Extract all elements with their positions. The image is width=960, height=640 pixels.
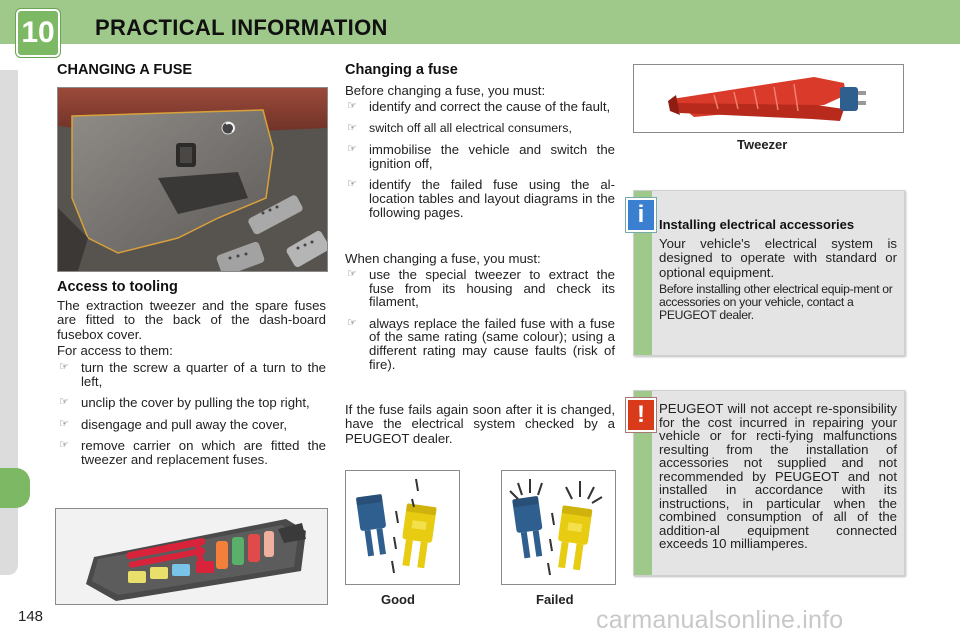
when-steps-list: ☞use the special tweezer to extract the … xyxy=(345,268,615,379)
list-item: ☞always replace the failed fuse with a f… xyxy=(347,315,615,372)
failed-fuse-image xyxy=(501,470,616,585)
chapter-badge: 10 xyxy=(16,9,60,57)
pointing-hand-icon: ☞ xyxy=(347,178,357,191)
info-note-small: Before installing other electrical equip… xyxy=(659,282,893,323)
list-item: ☞identify and correct the cause of the f… xyxy=(347,99,611,114)
section-heading-changing-a-fuse: CHANGING A FUSE xyxy=(57,62,193,78)
list-item: ☞identify the failed fuse using the al-l… xyxy=(347,177,615,220)
before-lead-text: Before changing a fuse, you must: xyxy=(345,83,546,98)
pointing-hand-icon: ☞ xyxy=(347,100,357,112)
header-bar xyxy=(0,0,960,44)
info-icon: i xyxy=(626,198,656,232)
margin-strip xyxy=(0,70,18,575)
list-item: ☞remove carrier on which are fitted the … xyxy=(59,438,326,467)
warning-icon: ! xyxy=(626,398,656,432)
pointing-hand-icon: ☞ xyxy=(347,316,357,329)
fail-again-text: If the fuse fails again soon after it is… xyxy=(345,402,615,446)
pointing-hand-icon: ☞ xyxy=(59,396,69,409)
list-item: ☞switch off all all electrical consumers… xyxy=(347,120,572,135)
access-steps-list: ☞turn the screw a quarter of a turn to t… xyxy=(57,361,326,475)
access-lead-text: For access to them: xyxy=(57,343,173,358)
pointing-hand-icon: ☞ xyxy=(59,417,69,430)
section-heading-access: Access to tooling xyxy=(57,279,178,295)
page-number: 148 xyxy=(18,608,44,625)
note-accent-strip xyxy=(634,391,652,575)
before-steps-list: ☞identify and correct the cause of the f… xyxy=(345,100,615,227)
list-item: ☞immobilise the vehicle and switch the i… xyxy=(347,142,615,171)
info-note-body: Your vehicle's electrical system is desi… xyxy=(659,236,897,280)
warning-note-body: PEUGEOT will not accept re-sponsibility … xyxy=(659,401,897,551)
info-note-title: Installing electrical accessories xyxy=(659,217,855,232)
pointing-hand-icon: ☞ xyxy=(59,439,69,452)
when-lead-text: When changing a fuse, you must: xyxy=(345,251,541,266)
list-item: ☞turn the screw a quarter of a turn to t… xyxy=(59,360,326,389)
list-item: ☞disengage and pull away the cover, xyxy=(59,416,288,432)
access-intro-text: The extraction tweezer and the spare fus… xyxy=(57,298,326,342)
dashboard-photo xyxy=(57,87,328,272)
pointing-hand-icon: ☞ xyxy=(347,121,357,134)
note-accent-strip xyxy=(634,191,652,355)
good-caption: Good xyxy=(381,592,415,607)
good-fuse-image xyxy=(345,470,460,585)
pointing-hand-icon: ☞ xyxy=(347,268,357,280)
section-heading-changing: Changing a fuse xyxy=(345,62,458,78)
list-item: ☞unclip the cover by pulling the top rig… xyxy=(59,395,310,411)
tweezer-image xyxy=(633,64,904,133)
warning-note: PEUGEOT will not accept re-sponsibility … xyxy=(633,390,905,576)
failed-caption: Failed xyxy=(536,592,574,607)
page-title: PRACTICAL INFORMATION xyxy=(95,15,388,40)
pointing-hand-icon: ☞ xyxy=(59,361,69,373)
info-note: Installing electrical accessories Your v… xyxy=(633,190,905,356)
watermark: carmanualsonline.info xyxy=(596,606,844,634)
fuse-carrier-illustration xyxy=(55,508,328,605)
pointing-hand-icon: ☞ xyxy=(347,143,357,156)
tweezer-caption: Tweezer xyxy=(737,137,788,152)
chapter-tab xyxy=(0,468,30,508)
list-item: ☞use the special tweezer to extract the … xyxy=(347,267,615,310)
